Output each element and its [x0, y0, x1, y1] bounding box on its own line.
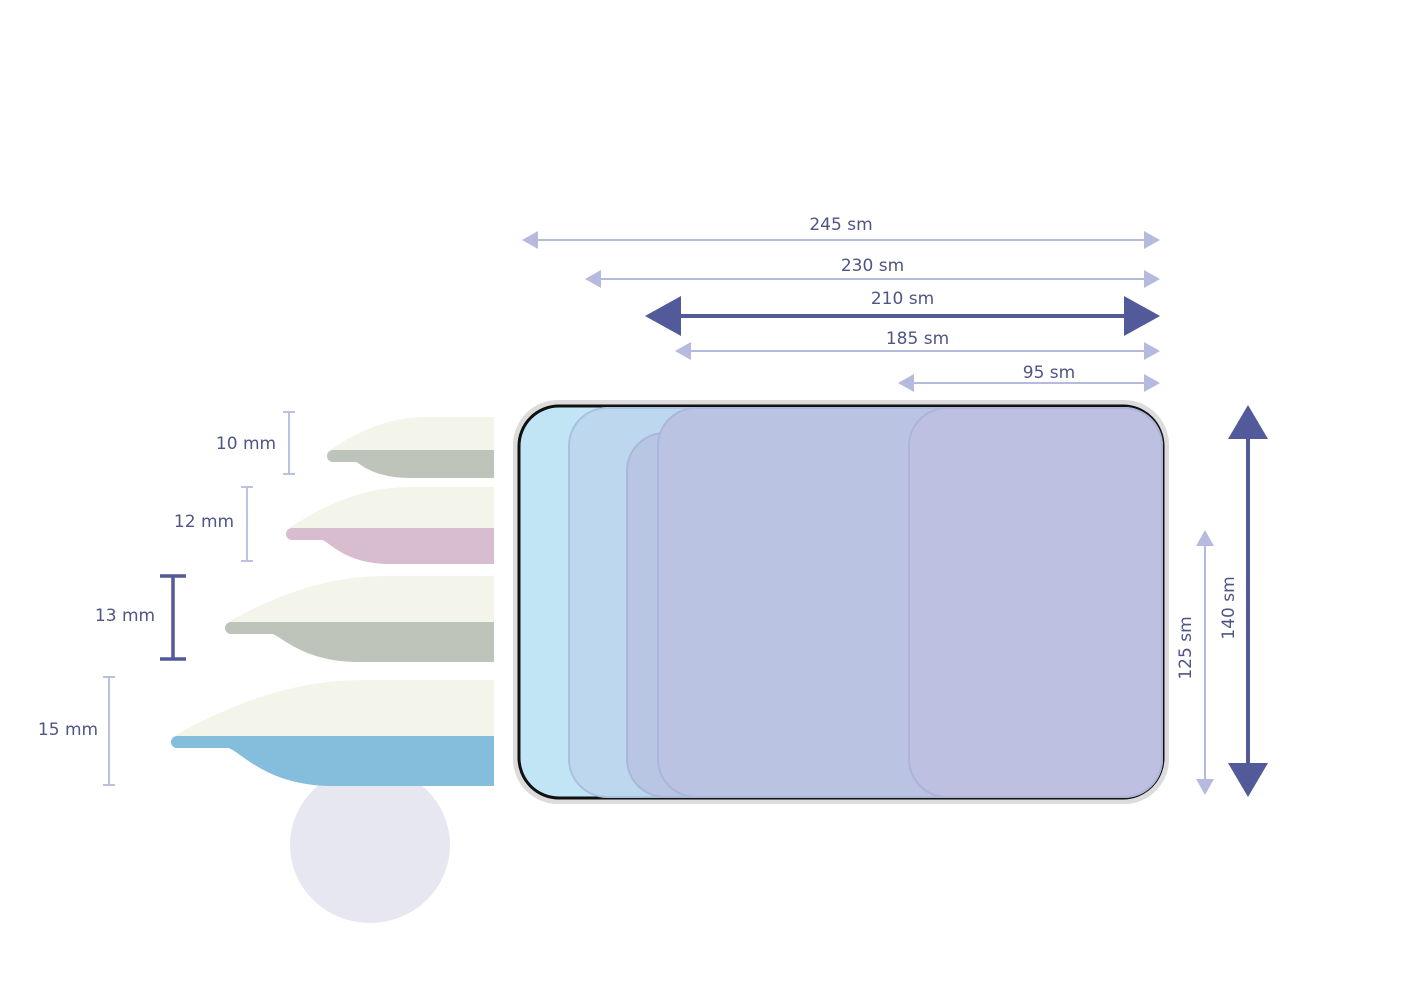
width-label: 230 sm [841, 256, 904, 276]
width-label: 95 sm [1023, 363, 1075, 383]
width-arrow-230 [585, 270, 1160, 288]
thickness-marker [160, 574, 186, 661]
pillow-13mm [160, 574, 494, 662]
pillow-thickness-label: 13 mm [95, 606, 155, 626]
height-arrow-125 [1196, 530, 1214, 795]
width-arrow-210 [645, 296, 1160, 336]
pillow-12mm [241, 486, 494, 564]
bed-outline-halo [513, 400, 1169, 804]
height-label: 125 sm [1176, 616, 1196, 679]
bed-95 [908, 407, 1163, 798]
height-label: 140 sm [1219, 576, 1239, 639]
width-arrow-245 [522, 231, 1160, 249]
width-label: 245 sm [809, 215, 872, 235]
width-label: 210 sm [871, 289, 934, 309]
head-silhouette [290, 767, 450, 923]
height-arrow-140 [1228, 405, 1268, 797]
width-arrow-185 [675, 342, 1160, 360]
thickness-marker [283, 411, 295, 475]
pillow-stack [103, 411, 494, 786]
pillow-thickness-label: 12 mm [174, 512, 234, 532]
pillow-10mm [283, 411, 494, 478]
width-label: 185 sm [886, 329, 949, 349]
bed-outlines [513, 400, 1169, 804]
dimension-arrows [522, 231, 1268, 797]
thickness-marker [103, 676, 115, 786]
pillow-thickness-label: 10 mm [216, 434, 276, 454]
pillow-15mm [103, 676, 494, 786]
pillow-thickness-label: 15 mm [38, 720, 98, 740]
thickness-marker [241, 486, 253, 562]
width-arrow-95 [898, 374, 1160, 392]
